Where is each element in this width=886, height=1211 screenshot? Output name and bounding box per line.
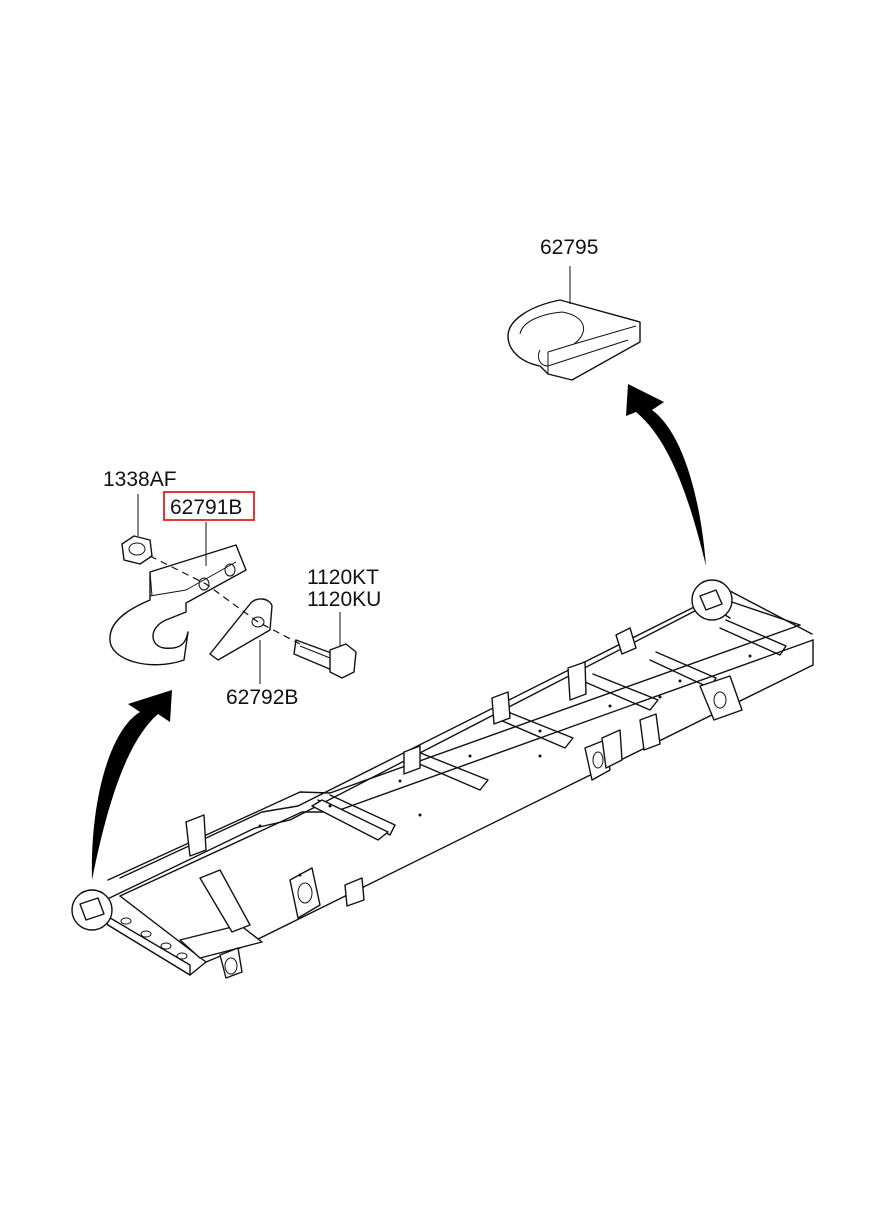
upward-arrow-right (626, 384, 706, 566)
part-1338af-nut (121, 494, 153, 565)
part-1120kt-bolt (293, 612, 357, 679)
label-1120kt: 1120KT (307, 566, 379, 589)
part-62795-hook-cover (507, 266, 641, 381)
chassis-frame (71, 579, 814, 979)
label-62795: 62795 (540, 236, 598, 259)
label-1338af: 1338AF (103, 468, 177, 491)
upward-arrow-left (91, 690, 172, 880)
assembly-axis-dashed-line (149, 555, 301, 645)
label-62791b[interactable]: 62791B (170, 496, 242, 519)
part-62792b-plate (209, 598, 273, 684)
label-1120ku: 1120KU (307, 588, 381, 611)
label-62792b: 62792B (226, 686, 298, 709)
part-62791b-tow-hook (109, 522, 247, 666)
highlight-box-62791b (163, 491, 255, 521)
